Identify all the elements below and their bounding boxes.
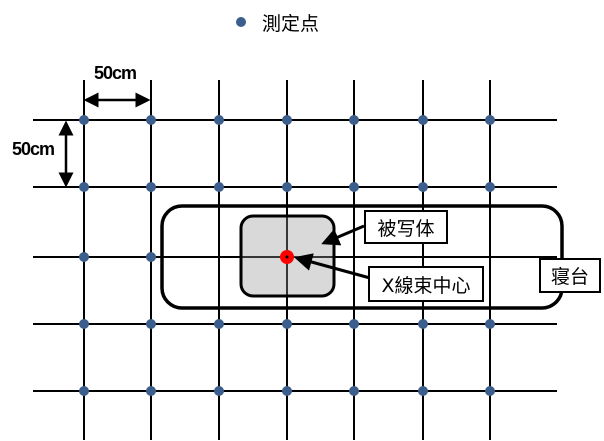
beam-center-label: X線束中心: [368, 266, 484, 302]
measurement-point: [349, 386, 359, 396]
couch-label: 寝台: [539, 258, 601, 293]
measurement-point: [146, 182, 156, 192]
measurement-point: [79, 115, 89, 125]
beam-center-arrow: [294, 253, 371, 280]
measurement-point: [282, 319, 292, 329]
measurement-point: [146, 252, 156, 262]
measurement-point: [79, 319, 89, 329]
couch-outline: [160, 204, 564, 310]
measurement-point: [214, 319, 224, 329]
measurement-point: [485, 319, 495, 329]
measurement-point: [349, 182, 359, 192]
measurement-point: [418, 386, 428, 396]
measurement-point: [79, 252, 89, 262]
legend-point-icon: [236, 17, 246, 27]
measurement-point: [485, 182, 495, 192]
measurement-point: [79, 386, 89, 396]
measurement-point: [349, 115, 359, 125]
measurement-point: [485, 115, 495, 125]
subject-label: 被写体: [364, 210, 448, 244]
horizontal-dimension-label: 50cm: [94, 63, 137, 83]
measurement-point: [418, 182, 428, 192]
vertical-dimension-label: 50cm: [12, 139, 55, 159]
measurement-point: [79, 182, 89, 192]
measurement-point: [214, 182, 224, 192]
measurement-point: [349, 319, 359, 329]
subject-arrow: [321, 224, 365, 246]
measurement-point: [146, 115, 156, 125]
measurement-point: [282, 115, 292, 125]
measurement-point: [146, 319, 156, 329]
measurement-point: [282, 182, 292, 192]
measurement-point: [214, 386, 224, 396]
measurement-point: [418, 319, 428, 329]
measurement-point: [146, 386, 156, 396]
measurement-point: [418, 115, 428, 125]
legend-label: 測定点: [262, 13, 320, 35]
measurement-point: [282, 386, 292, 396]
measurement-point: [214, 115, 224, 125]
measurement-point: [485, 386, 495, 396]
